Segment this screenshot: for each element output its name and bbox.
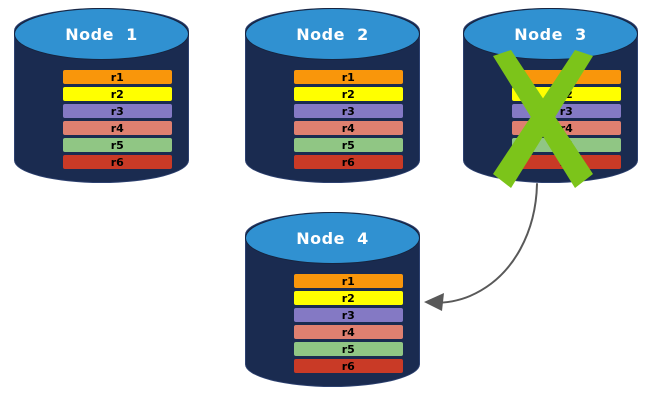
node-label-1: Node 1 xyxy=(65,24,138,44)
row-stripe-r5[interactable]: r5 xyxy=(294,342,403,356)
cylinder-top-3: Node 3 xyxy=(463,8,638,60)
node-label-4: Node 4 xyxy=(296,228,369,248)
row-stripe-r1[interactable]: r1 xyxy=(512,70,621,84)
node-cylinder-3[interactable]: Node 3 r1 r2 r3 r4 r5 r6 xyxy=(463,8,638,188)
node-label-2: Node 2 xyxy=(296,24,369,44)
row-stripe-r5[interactable]: r5 xyxy=(512,138,621,152)
node-cylinder-2[interactable]: Node 2 r1 r2 r3 r4 r5 r6 xyxy=(245,8,420,183)
row-stripe-r1[interactable]: r1 xyxy=(294,70,403,84)
cylinder-top-1: Node 1 xyxy=(14,8,189,60)
node-label-3: Node 3 xyxy=(514,24,587,44)
row-stripe-r5[interactable]: r5 xyxy=(63,138,172,152)
row-stripe-r2[interactable]: r2 xyxy=(294,87,403,101)
row-stripe-r6[interactable]: r6 xyxy=(294,359,403,373)
row-stripe-r3[interactable]: r3 xyxy=(294,104,403,118)
row-stripe-r3[interactable]: r3 xyxy=(63,104,172,118)
row-list-4: r1 r2 r3 r4 r5 r6 xyxy=(294,274,403,373)
row-list-2: r1 r2 r3 r4 r5 r6 xyxy=(294,70,403,169)
row-stripe-r4[interactable]: r4 xyxy=(294,325,403,339)
row-stripe-r6[interactable]: r6 xyxy=(294,155,403,169)
node-cylinder-4[interactable]: Node 4 r1 r2 r3 r4 r5 r6 xyxy=(245,212,420,387)
row-stripe-r5[interactable]: r5 xyxy=(294,138,403,152)
cylinder-top-4: Node 4 xyxy=(245,212,420,264)
row-list-3: r1 r2 r3 r4 r5 r6 xyxy=(512,70,621,169)
row-stripe-r4[interactable]: r4 xyxy=(512,121,621,135)
row-stripe-r1[interactable]: r1 xyxy=(294,274,403,288)
row-stripe-r1[interactable]: r1 xyxy=(63,70,172,84)
row-stripe-r6[interactable]: r6 xyxy=(512,155,621,169)
row-stripe-r4[interactable]: r4 xyxy=(294,121,403,135)
row-stripe-r4[interactable]: r4 xyxy=(63,121,172,135)
row-stripe-r2[interactable]: r2 xyxy=(63,87,172,101)
row-stripe-r3[interactable]: r3 xyxy=(294,308,403,322)
row-list-1: r1 r2 r3 r4 r5 r6 xyxy=(63,70,172,169)
row-stripe-r2[interactable]: r2 xyxy=(512,87,621,101)
cylinder-top-2: Node 2 xyxy=(245,8,420,60)
row-stripe-r6[interactable]: r6 xyxy=(63,155,172,169)
node-cylinder-1[interactable]: Node 1 r1 r2 r3 r4 r5 r6 xyxy=(14,8,189,183)
row-stripe-r3[interactable]: r3 xyxy=(512,104,621,118)
row-stripe-r2[interactable]: r2 xyxy=(294,291,403,305)
